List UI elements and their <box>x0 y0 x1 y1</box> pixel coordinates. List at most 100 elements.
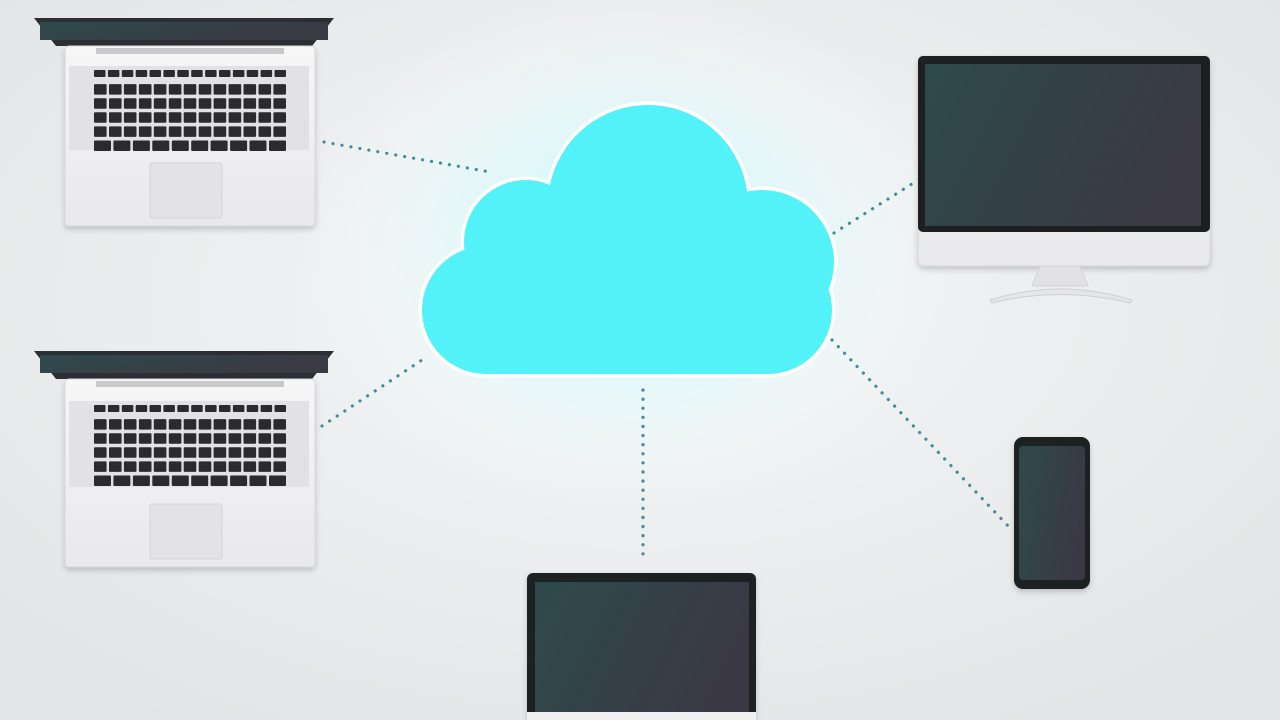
keyboard-key <box>183 447 197 458</box>
keyboard <box>94 405 286 486</box>
keyboard-key <box>260 405 273 412</box>
keyboard-key <box>109 112 122 123</box>
keyboard-key <box>228 84 242 95</box>
keyboard-key <box>198 433 212 444</box>
tablet-bottom <box>527 573 756 720</box>
keyboard-key <box>232 70 245 77</box>
keyboard-key <box>273 447 286 458</box>
keyboard-key <box>168 419 182 430</box>
keyboard-key <box>135 405 148 412</box>
keyboard-key <box>132 475 150 486</box>
keyboard-key <box>258 84 272 95</box>
keyboard-key <box>191 475 209 486</box>
keyboard-key <box>153 126 167 137</box>
keyboard-key <box>121 70 134 77</box>
keyboard-key <box>94 84 107 95</box>
keyboard-key <box>163 405 175 412</box>
keyboard-key <box>213 447 227 458</box>
keyboard-key <box>210 140 228 151</box>
keyboard-key <box>113 140 131 151</box>
keyboard-key <box>123 98 137 109</box>
keyboard-key <box>249 475 267 486</box>
keyboard-key <box>138 126 152 137</box>
keyboard-key <box>228 112 242 123</box>
keyboard-key <box>191 140 209 151</box>
keyboard-key <box>153 433 167 444</box>
keyboard-key <box>228 447 242 458</box>
laptop-bottom-left <box>34 351 334 568</box>
keyboard-key <box>269 140 286 151</box>
keyboard-key <box>198 419 212 430</box>
keyboard-key <box>198 84 212 95</box>
keyboard-key <box>273 112 286 123</box>
keyboard-key <box>228 461 242 472</box>
keyboard-key <box>138 84 152 95</box>
keyboard-key <box>243 433 257 444</box>
keyboard-key <box>213 84 227 95</box>
keyboard-key <box>152 140 170 151</box>
keyboard-key <box>213 98 227 109</box>
keyboard-key <box>94 475 111 486</box>
keyboard-key <box>191 70 203 77</box>
keyboard-key <box>273 84 286 95</box>
keyboard-key <box>121 405 134 412</box>
connector-lines <box>320 140 1012 564</box>
keyboard-key <box>171 475 189 486</box>
keyboard-key <box>198 112 212 123</box>
keyboard-key <box>246 405 259 412</box>
keyboard-key <box>153 98 167 109</box>
keyboard-key <box>213 112 227 123</box>
keyboard-key <box>94 419 107 430</box>
keyboard-key <box>243 84 257 95</box>
keyboard-key <box>168 433 182 444</box>
keyboard-key <box>123 126 137 137</box>
keyboard-key <box>273 98 286 109</box>
keyboard-key <box>109 433 122 444</box>
keyboard-key <box>274 405 286 412</box>
keyboard-key <box>109 461 122 472</box>
keyboard-key <box>168 112 182 123</box>
keyboard-key <box>123 433 137 444</box>
keyboard-key <box>138 419 152 430</box>
keyboard-key <box>243 126 257 137</box>
keyboard-key <box>198 447 212 458</box>
keyboard-key <box>219 70 231 77</box>
keyboard-key <box>94 405 106 412</box>
keyboard-key <box>107 70 120 77</box>
keyboard-key <box>149 70 161 77</box>
keyboard-key <box>123 419 137 430</box>
keyboard-key <box>168 447 182 458</box>
laptop-top-left <box>34 18 334 227</box>
keyboard-key <box>183 112 197 123</box>
keyboard-key <box>258 433 272 444</box>
keyboard-key <box>228 419 242 430</box>
keyboard-key <box>183 419 197 430</box>
keyboard-key <box>219 405 231 412</box>
keyboard-key <box>230 475 248 486</box>
keyboard-key <box>94 126 107 137</box>
tablet-icon <box>527 573 756 720</box>
keyboard-key <box>246 70 259 77</box>
keyboard-key <box>274 70 286 77</box>
keyboard-key <box>138 433 152 444</box>
keyboard-key <box>94 433 107 444</box>
keyboard-key <box>243 98 257 109</box>
keyboard-key <box>138 461 152 472</box>
keyboard-key <box>109 98 122 109</box>
keyboard-key <box>205 70 217 77</box>
keyboard-key <box>243 419 257 430</box>
keyboard-key <box>138 447 152 458</box>
keyboard-key <box>171 140 189 151</box>
keyboard-key <box>94 112 107 123</box>
keyboard-key <box>123 84 137 95</box>
keyboard-key <box>168 461 182 472</box>
smartphone-icon <box>1014 437 1090 589</box>
cloud-icon <box>418 101 838 378</box>
keyboard-key <box>107 405 120 412</box>
keyboard-key <box>213 461 227 472</box>
keyboard-key <box>153 419 167 430</box>
keyboard-key <box>123 447 137 458</box>
keyboard-key <box>213 126 227 137</box>
keyboard-key <box>135 70 148 77</box>
keyboard-key <box>198 126 212 137</box>
